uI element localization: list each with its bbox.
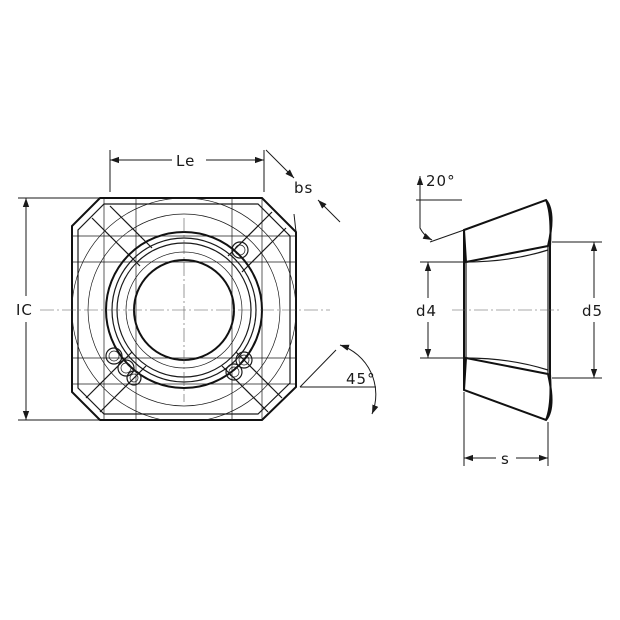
label-d4: d4 [416, 302, 437, 320]
label-ic: IC [16, 301, 33, 319]
label-s: s [501, 450, 510, 468]
small-holes [105, 241, 253, 386]
label-20: 20° [426, 172, 456, 190]
dimension-ic: IC [16, 197, 100, 421]
dimension-le: Le [109, 150, 265, 192]
dimension-bs: bs [265, 149, 341, 233]
label-le: Le [176, 152, 195, 170]
dimension-45deg: 45° [299, 344, 379, 415]
insert-section-view [452, 198, 562, 422]
label-bs: bs [294, 179, 313, 197]
dimension-20deg: 20° [416, 172, 465, 243]
label-45: 45° [346, 370, 376, 388]
dimension-d5: d5 [552, 241, 603, 379]
insert-top-view [40, 197, 330, 421]
label-d5: d5 [582, 302, 603, 320]
dimension-s: s [463, 392, 549, 468]
dimension-d4: d4 [416, 261, 464, 359]
